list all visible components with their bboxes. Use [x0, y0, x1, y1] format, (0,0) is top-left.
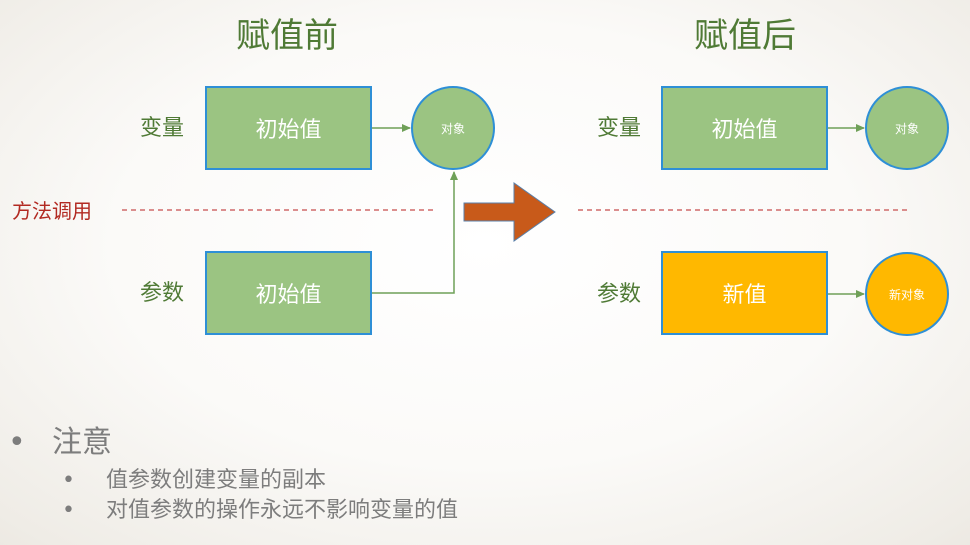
method-call-label: 方法调用 — [12, 199, 92, 223]
notes: • 注意 — [8, 423, 112, 463]
bullet-dot-icon: • — [8, 425, 26, 460]
bullet-dot-icon: • — [62, 498, 75, 523]
title-after: 赋值后 — [694, 16, 796, 56]
notes-heading: 注意 — [52, 425, 112, 460]
notes-heading-item: • 注意 — [8, 423, 112, 463]
left-variable-label: 变量 — [140, 116, 185, 141]
right-parameter-box: 新值 — [661, 251, 828, 335]
note-text: 对值参数的操作永远不影响变量的值 — [106, 498, 459, 523]
note-item: • 值参数创建变量的副本 — [62, 466, 458, 496]
left-object-circle: 对象 — [411, 86, 495, 170]
right-variable-box: 初始值 — [661, 86, 828, 170]
right-arrow-icon — [463, 182, 556, 242]
notes-list: • 值参数创建变量的副本 • 对值参数的操作永远不影响变量的值 — [62, 466, 458, 526]
note-text: 值参数创建变量的副本 — [106, 468, 327, 493]
right-parameter-label: 参数 — [597, 282, 642, 307]
note-item: • 对值参数的操作永远不影响变量的值 — [62, 496, 458, 526]
bullet-dot-icon: • — [62, 468, 75, 493]
left-parameter-label: 参数 — [140, 281, 185, 306]
right-new-object-circle: 新对象 — [865, 252, 949, 336]
left-variable-box: 初始值 — [205, 86, 372, 170]
right-object-circle: 对象 — [865, 86, 949, 170]
right-variable-label: 变量 — [597, 116, 642, 141]
left-parameter-box: 初始值 — [205, 251, 372, 335]
title-before: 赋值前 — [236, 16, 338, 56]
left-param-to-object-arrow — [372, 171, 458, 294]
